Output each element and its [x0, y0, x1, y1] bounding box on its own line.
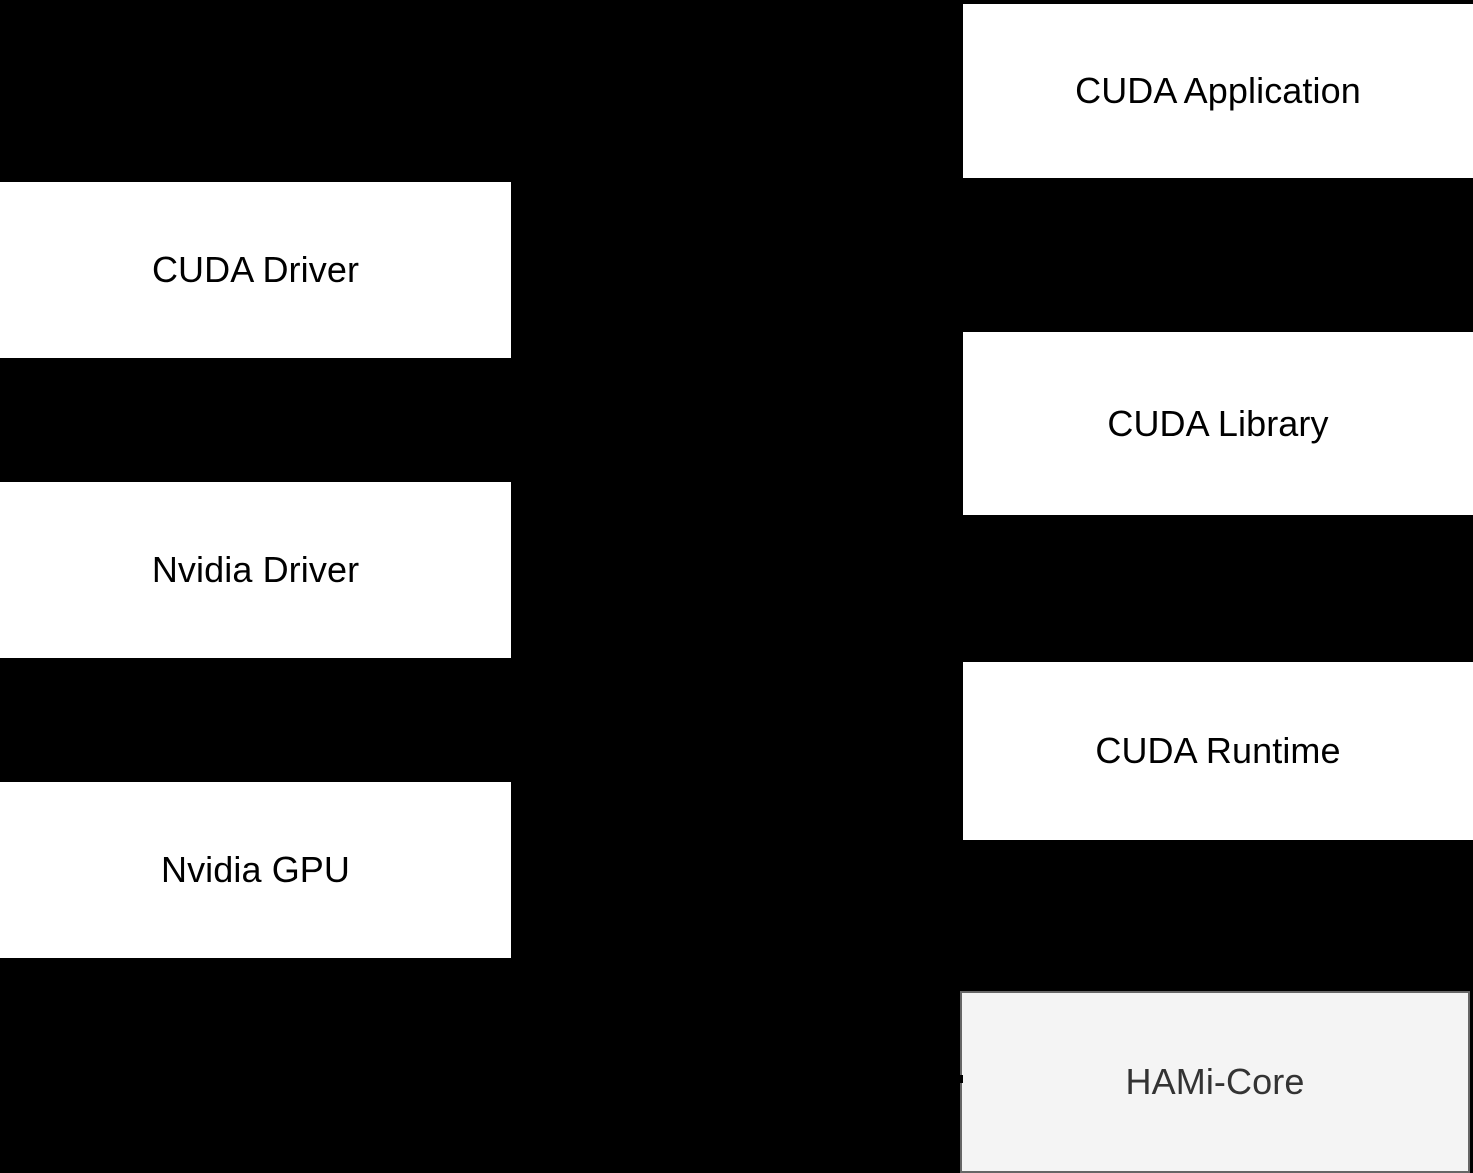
node-cuda-library-label: CUDA Library: [1107, 402, 1329, 444]
node-cuda-driver[interactable]: CUDA Driver: [0, 182, 511, 358]
node-cuda-application-label: CUDA Application: [1075, 70, 1361, 112]
node-cuda-runtime[interactable]: CUDA Runtime: [963, 662, 1473, 840]
node-cuda-library[interactable]: CUDA Library: [963, 332, 1473, 515]
node-cuda-driver-label: CUDA Driver: [151, 249, 360, 291]
node-cuda-runtime-label: CUDA Runtime: [1095, 730, 1341, 772]
node-nvidia-driver[interactable]: Nvidia Driver: [0, 482, 511, 658]
node-nvidia-gpu-label: Nvidia GPU: [160, 849, 351, 891]
node-nvidia-driver-label: Nvidia Driver: [151, 549, 360, 591]
node-nvidia-gpu[interactable]: Nvidia GPU: [0, 782, 511, 958]
node-hami-core-label: HAMi-Core: [1125, 1061, 1305, 1103]
node-hami-core[interactable]: HAMi-Core: [960, 991, 1470, 1173]
node-cuda-application[interactable]: CUDA Application: [963, 4, 1473, 178]
hami-core-connector-stub: [958, 1075, 963, 1083]
